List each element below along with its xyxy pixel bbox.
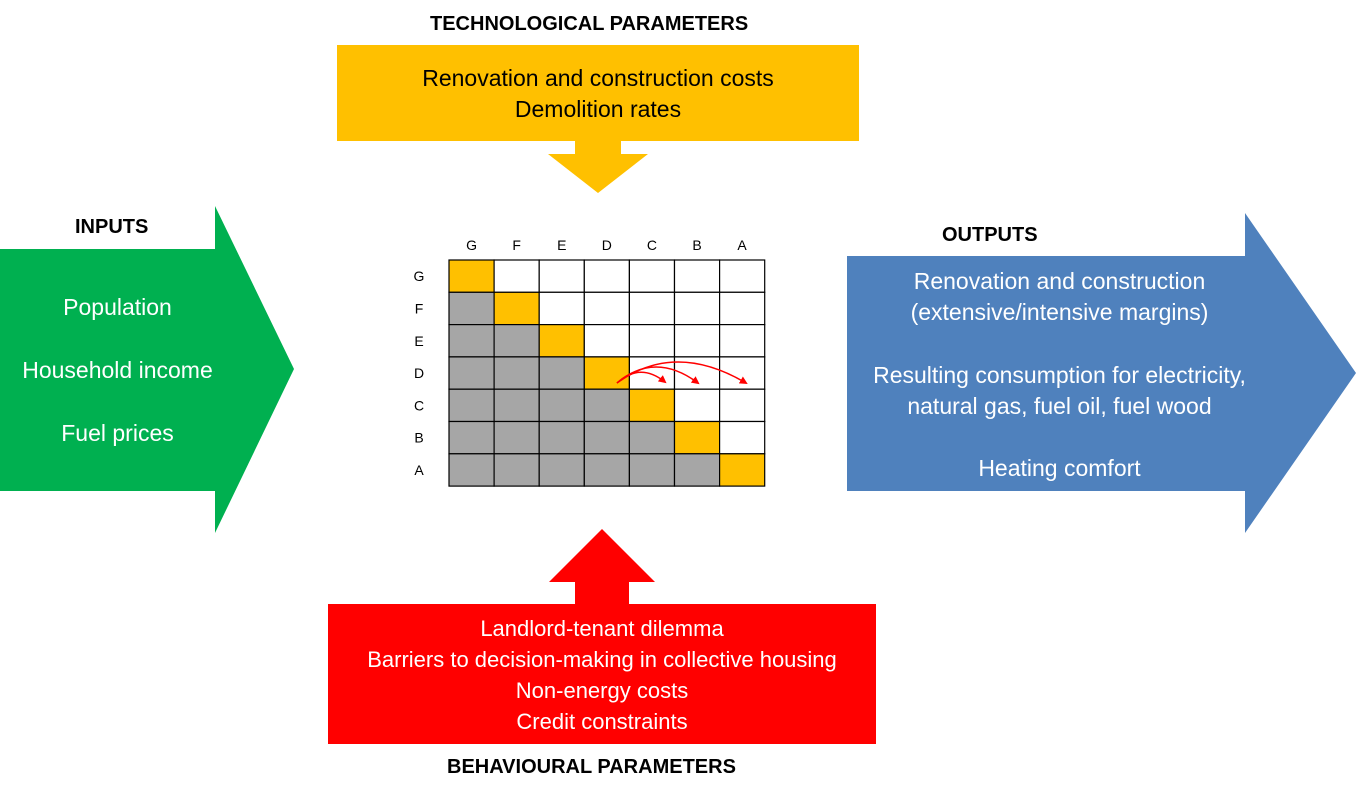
matrix-cell: [493, 324, 540, 358]
matrix-cell: [538, 356, 585, 390]
inputs-heading: INPUTS: [75, 216, 149, 238]
matrix-cell: [448, 388, 495, 423]
technological-list: Renovation and construction costs Demoli…: [337, 63, 859, 125]
behavioural-box: [328, 604, 876, 744]
matrix-row-label: F: [415, 300, 424, 316]
matrix-cell: [448, 259, 495, 293]
matrix-row-label: A: [414, 462, 424, 478]
matrix-cell: [493, 453, 540, 487]
matrix-cell: [628, 453, 676, 487]
output-item: natural gas, fuel oil, fuel wood: [907, 393, 1212, 419]
matrix-cell: [628, 388, 676, 423]
matrix-cell: [538, 388, 585, 423]
matrix-cell: [538, 291, 585, 326]
matrix-row-label: C: [414, 397, 424, 413]
matrix-cell: [538, 324, 585, 358]
matrix-column-label: A: [737, 237, 747, 253]
behavioural-item: Landlord-tenant dilemma: [480, 616, 724, 641]
matrix-cell: [628, 291, 676, 326]
matrix-column-label: F: [512, 237, 521, 253]
matrix-cell: [538, 420, 585, 455]
matrix-cell: [673, 420, 721, 455]
matrix-row-label: G: [414, 268, 425, 284]
matrix-cell: [448, 453, 495, 487]
behavioural-up-arrow: [549, 529, 655, 606]
behavioural-list: Landlord-tenant dilemma Barriers to deci…: [328, 613, 876, 737]
matrix-cell: [583, 356, 630, 390]
input-item: Fuel prices: [61, 420, 174, 446]
matrix-cell: [448, 356, 495, 390]
matrix-row-label: E: [414, 333, 423, 349]
matrix-cell: [628, 259, 676, 293]
technological-box: [337, 45, 859, 141]
matrix-cell: [448, 324, 495, 358]
matrix-cell: [718, 324, 766, 358]
transition-matrix: [448, 259, 766, 487]
matrix-cell: [628, 324, 676, 358]
input-item: Population: [63, 294, 172, 320]
matrix-cell: [493, 420, 540, 455]
matrix-column-label: D: [602, 237, 612, 253]
matrix-cell: [448, 420, 495, 455]
matrix-cell: [718, 259, 766, 293]
matrix-column-label: G: [466, 237, 477, 253]
inputs-arrow: [0, 206, 294, 533]
matrix-cell: [718, 453, 766, 487]
matrix-cell: [718, 388, 766, 423]
outputs-arrow: [847, 213, 1356, 533]
matrix-row-labels: GF EDC BA: [414, 268, 425, 478]
technological-item: Demolition rates: [514, 96, 682, 122]
matrix-cell: [493, 259, 540, 293]
matrix-column-label: C: [647, 237, 657, 253]
matrix-row-label: B: [414, 430, 423, 446]
technological-item: Renovation and construction costs: [422, 65, 774, 91]
matrix-cell: [448, 291, 495, 326]
input-item: Household income: [22, 357, 213, 383]
behavioural-item: Non-energy costs: [515, 678, 689, 703]
behavioural-heading: BEHAVIOURAL PARAMETERS: [447, 756, 736, 778]
outputs-heading: OUTPUTS: [942, 224, 1038, 246]
matrix-cell: [583, 453, 630, 487]
matrix-cell: [718, 291, 766, 326]
behavioural-item: Credit constraints: [516, 709, 688, 734]
matrix-cell: [583, 388, 630, 423]
matrix-cell: [538, 259, 585, 293]
transition-arrow: [616, 361, 748, 385]
matrix-cell: [673, 324, 721, 358]
matrix-column-label: E: [557, 237, 566, 253]
matrix-cell: [493, 388, 540, 423]
matrix-cell: [583, 324, 630, 358]
matrix-cell: [538, 453, 585, 487]
matrix-cell: [583, 259, 630, 293]
behavioural-item: Barriers to decision-making in collectiv…: [367, 647, 837, 672]
output-item: Resulting consumption for electricity,: [873, 362, 1246, 388]
matrix-cell: [628, 420, 676, 455]
matrix-cell: [493, 291, 540, 326]
matrix-column-label: B: [692, 237, 701, 253]
matrix-row-label: D: [414, 365, 424, 381]
matrix-cell: [673, 388, 721, 423]
matrix-cell: [673, 291, 721, 326]
output-item: Renovation and construction: [913, 268, 1206, 294]
matrix-cell: [583, 291, 630, 326]
matrix-cell: [673, 259, 721, 293]
output-item: (extensive/intensive margins): [910, 299, 1209, 325]
output-item: Heating comfort: [978, 455, 1141, 481]
technological-down-arrow: [548, 139, 648, 193]
technological-heading: TECHNOLOGICAL PARAMETERS: [430, 13, 749, 35]
matrix-cell: [673, 453, 721, 487]
matrix-cell: [493, 356, 540, 390]
matrix-cell: [718, 420, 766, 455]
matrix-cell: [583, 420, 630, 455]
